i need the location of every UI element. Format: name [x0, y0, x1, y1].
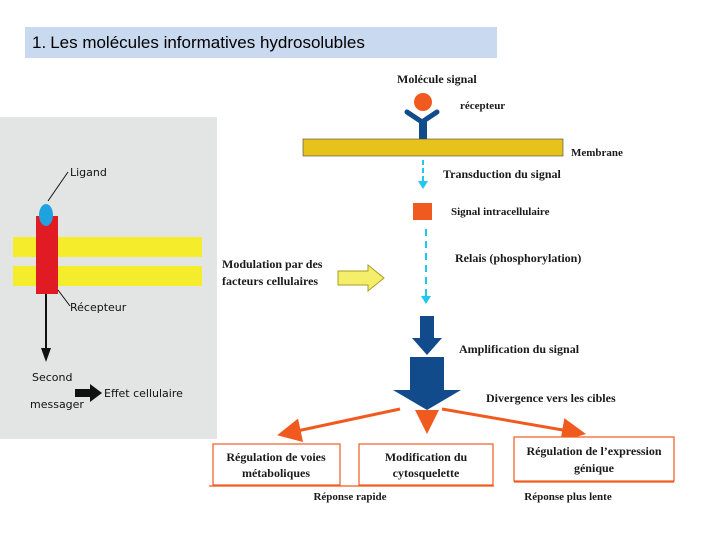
- cytoskeleton-label-2: cytosquelette: [393, 466, 460, 480]
- expression-label-1: Régulation de l’expression: [526, 444, 661, 458]
- receptor-stem: [419, 119, 427, 141]
- effect-arrow-body: [75, 389, 92, 397]
- receptor-label: récepteur: [460, 100, 505, 112]
- signal-molecule-label: Molécule signal: [397, 72, 477, 86]
- left-receptor: [36, 216, 58, 294]
- membrane-bar: [302, 138, 564, 157]
- left-receptor-label: Récepteur: [70, 301, 127, 314]
- left-ligand: [39, 204, 53, 226]
- second-messenger-label-1: Second: [32, 371, 72, 384]
- intracellular-signal-square: [413, 203, 432, 220]
- metabolic-arrow: [277, 407, 401, 442]
- metabolic-label-1: Régulation de voies: [226, 450, 326, 464]
- membrane-label: Membrane: [571, 147, 623, 159]
- cytoskeleton-box: [358, 443, 494, 486]
- amplification-arrow: [412, 316, 442, 355]
- transduction-label: Transduction du signal: [443, 167, 561, 181]
- ligand-label: Ligand: [70, 166, 107, 179]
- metabolic-box: [212, 443, 341, 486]
- expression-label-2: génique: [574, 461, 615, 475]
- modulation-label-1: Modulation par des: [222, 257, 323, 271]
- slow-response-label: Réponse plus lente: [524, 491, 612, 503]
- slide-title: 1.Les molécules informatives hydrosolubl…: [25, 27, 497, 58]
- transduction-arrowhead: [418, 181, 428, 189]
- relay-label: Relais (phosphorylation): [455, 251, 581, 265]
- expression-box: [513, 436, 675, 482]
- left-figure: Ligand Récepteur Second messager Effet c…: [0, 117, 217, 439]
- relay-arrowhead: [421, 296, 431, 304]
- signal-molecule-dot: [414, 93, 432, 111]
- title-text: Les molécules informatives hydrosolubles: [50, 33, 365, 52]
- receptor-pointer-line: [57, 289, 71, 307]
- amplification-label: Amplification du signal: [459, 342, 580, 356]
- fast-response-label: Réponse rapide: [313, 491, 386, 503]
- expression-arrow: [441, 407, 586, 442]
- metabolic-label-2: métaboliques: [242, 466, 310, 480]
- second-messenger-arrowhead: [41, 348, 51, 362]
- intracellular-signal-label: Signal intracellulaire: [451, 206, 550, 218]
- effect-arrowhead: [90, 384, 102, 402]
- modulation-label-2: facteurs cellulaires: [222, 274, 318, 288]
- divergence-label: Divergence vers les cibles: [486, 391, 616, 405]
- modulation-arrow: [337, 263, 385, 293]
- left-membrane-lower: [13, 266, 202, 286]
- ligand-pointer-line: [47, 171, 69, 202]
- title-number: 1.: [32, 33, 47, 52]
- pathway-figure: Molécule signal récepteur Membrane Trans…: [209, 72, 675, 503]
- second-messenger-label-2: messager: [30, 398, 84, 411]
- left-membrane-upper: [13, 237, 202, 257]
- cytoskeleton-label-1: Modification du: [385, 450, 468, 464]
- divergence-arrow: [393, 357, 461, 410]
- effect-label: Effet cellulaire: [104, 387, 183, 400]
